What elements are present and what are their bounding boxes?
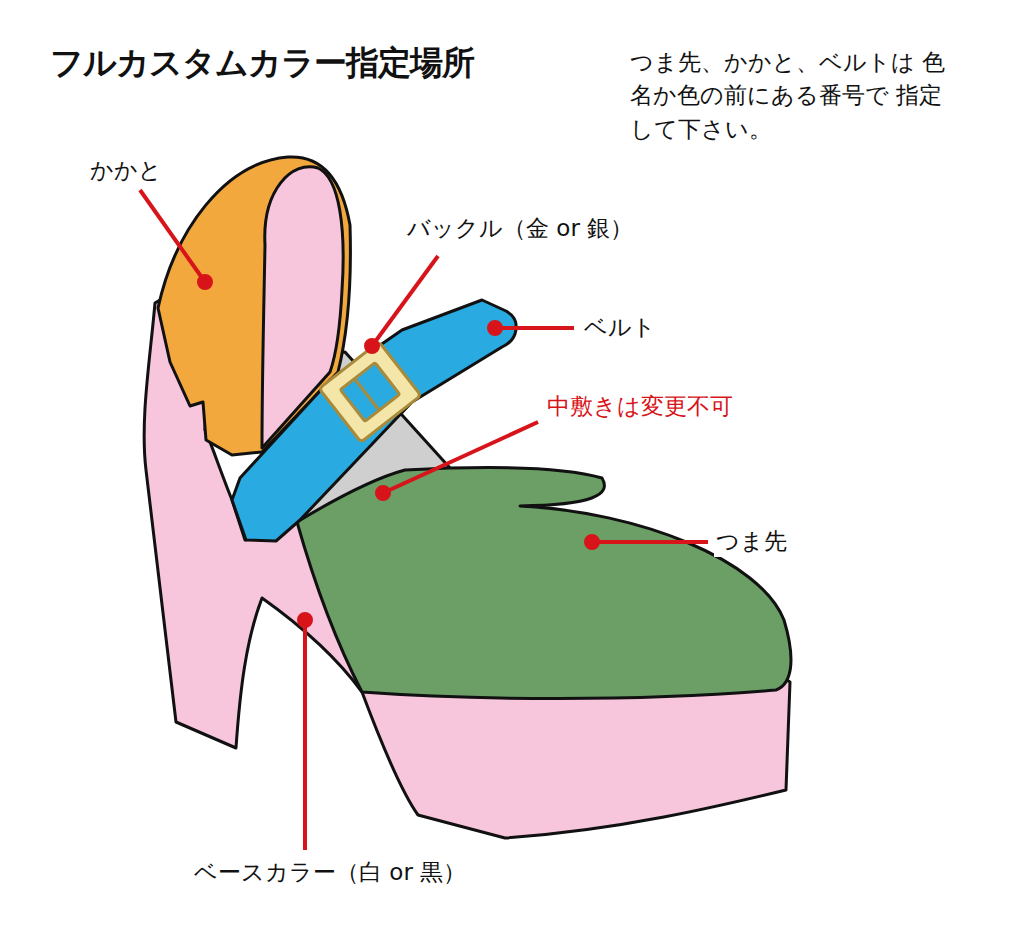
instruction-note: つま先、かかと、ベルトは 色名か色の前にある番号で 指定して下さい。 xyxy=(630,46,950,146)
leader-dot xyxy=(586,536,598,548)
page-title: フルカスタムカラー指定場所 xyxy=(50,42,474,85)
warning-note: 中敷きは変更不可 xyxy=(545,392,735,422)
part-label: ベースカラー（白 or 黒） xyxy=(192,858,468,888)
leader-line xyxy=(592,540,708,544)
leader-line xyxy=(372,256,438,346)
toe-cap xyxy=(297,468,791,699)
leader-line xyxy=(140,190,205,282)
part-label: つま先 xyxy=(714,527,789,557)
part-label: かかと xyxy=(88,156,164,186)
leader-dot xyxy=(377,487,389,499)
buckle xyxy=(319,342,421,442)
leader-line xyxy=(303,620,307,850)
leader-lines xyxy=(140,190,708,850)
part-label: バックル（金 or 銀） xyxy=(405,214,635,244)
leader-dot xyxy=(299,614,311,626)
leader-line xyxy=(383,422,538,493)
leader-line xyxy=(495,326,574,330)
strap xyxy=(232,300,516,541)
leader-dot xyxy=(199,276,211,288)
leader-dot xyxy=(366,340,378,352)
part-label: ベルト xyxy=(582,313,658,343)
leader-dot xyxy=(489,322,501,334)
